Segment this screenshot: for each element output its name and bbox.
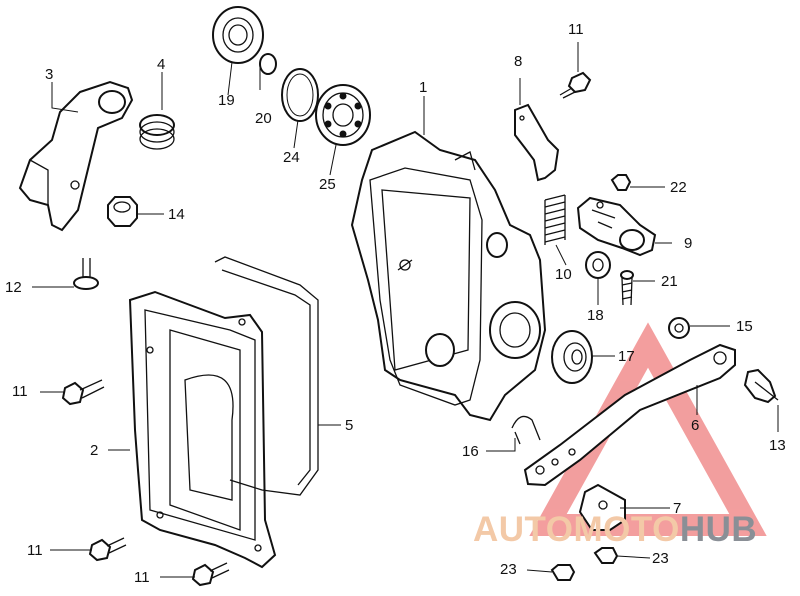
- watermark-text: AUTOMOTOHUB: [473, 512, 757, 547]
- part-bolt-11-top: [559, 71, 592, 99]
- part-gear-case: [350, 130, 547, 422]
- part-washer-18: [585, 251, 611, 279]
- callout-11-bottom-b: 11: [134, 569, 150, 586]
- callout-23-a: 23: [500, 561, 517, 578]
- part-seal-17: [551, 330, 593, 384]
- part-bolt-11-bottom-b: [191, 562, 230, 587]
- part-nut-22: [610, 174, 632, 191]
- part-spring-4: [139, 114, 175, 150]
- part-bracket-7: [578, 483, 626, 531]
- callout-4: 4: [157, 56, 166, 73]
- callout-21: 21: [661, 273, 678, 290]
- callout-18: 18: [587, 307, 604, 324]
- callout-11-top: 11: [568, 21, 584, 38]
- part-ring-20: [259, 53, 277, 75]
- part-plate-8: [514, 103, 560, 182]
- part-washer-15: [668, 317, 690, 339]
- part-nut-14: [107, 196, 138, 227]
- callout-17: 17: [618, 348, 635, 365]
- callout-25: 25: [319, 176, 336, 193]
- callout-11-left: 11: [12, 383, 28, 400]
- watermark-text-part1: AUTOMOTO: [473, 510, 680, 549]
- part-arm-6: [523, 343, 736, 487]
- callout-3: 3: [45, 66, 54, 83]
- part-bolt-11-bottom-a: [88, 537, 127, 562]
- watermark-text-part2: HUB: [679, 510, 758, 549]
- callout-16: 16: [462, 443, 479, 460]
- part-lever-9: [576, 196, 657, 257]
- callout-14: 14: [168, 206, 185, 223]
- part-bracket: [18, 80, 134, 232]
- callout-2: 2: [90, 442, 99, 459]
- callout-15: 15: [736, 318, 753, 335]
- part-bolt-21: [620, 270, 634, 306]
- part-cover-plate: [128, 290, 277, 569]
- part-bolt-11-left: [61, 379, 105, 406]
- part-circlip-24: [281, 68, 319, 122]
- callout-12: 12: [5, 279, 22, 296]
- part-nut-23-b: [593, 547, 619, 564]
- callout-10: 10: [555, 266, 572, 283]
- callout-13: 13: [769, 437, 786, 454]
- callout-24: 24: [283, 149, 300, 166]
- callout-19: 19: [218, 92, 235, 109]
- part-bolt-13: [743, 368, 779, 404]
- part-clip-16: [511, 415, 541, 445]
- callout-8: 8: [514, 53, 523, 70]
- part-nut-23-a: [550, 564, 576, 581]
- callout-22: 22: [670, 179, 687, 196]
- callout-11-bottom-a: 11: [27, 542, 43, 559]
- callout-5: 5: [345, 417, 354, 434]
- callout-20: 20: [255, 110, 272, 127]
- callout-9: 9: [684, 235, 693, 252]
- part-oil-seal-19: [212, 6, 264, 64]
- part-bolt-12: [73, 258, 99, 290]
- part-bearing-25: [315, 84, 371, 146]
- part-spring-10: [544, 194, 566, 245]
- callout-6: 6: [691, 417, 700, 434]
- callout-23-b: 23: [652, 550, 669, 567]
- part-gasket: [214, 256, 319, 496]
- callout-7: 7: [673, 500, 682, 517]
- leader-lines: [32, 42, 779, 578]
- callout-1: 1: [419, 79, 428, 96]
